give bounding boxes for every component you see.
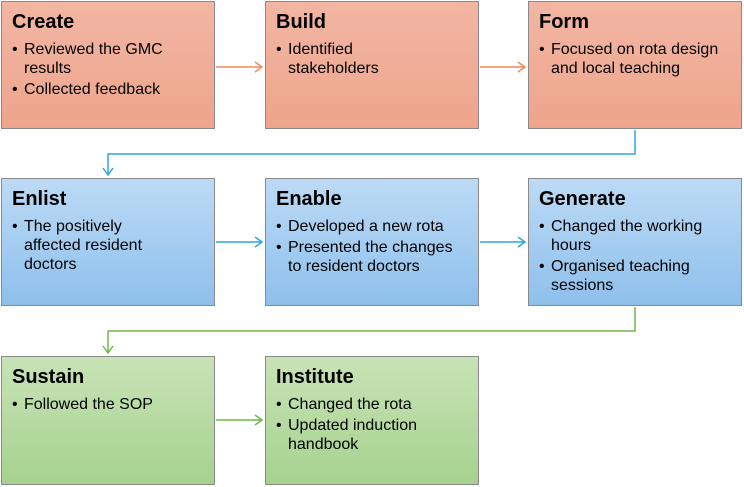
step-bullet: Updated induction handbook — [276, 416, 468, 454]
step-bullets: Focused on rota design and local teachin… — [539, 40, 731, 78]
step-bullet: Changed the rota — [276, 395, 468, 414]
step-title: Build — [276, 11, 326, 33]
step-sustain: Sustain Followed the SOP — [1, 356, 215, 485]
arrow-form-enlist — [102, 130, 636, 177]
step-enlist: Enlist The positively affected resident … — [1, 178, 215, 306]
step-institute: Institute Changed the rota Updated induc… — [265, 356, 479, 485]
step-bullets: The positively affected resident doctors — [12, 217, 204, 274]
step-bullet: Followed the SOP — [12, 395, 204, 414]
arrow-sustain-institute — [216, 414, 264, 426]
step-title: Institute — [276, 366, 354, 388]
step-bullet: Collected feedback — [12, 80, 204, 99]
step-bullet: The positively affected resident doctors — [12, 217, 204, 274]
step-generate: Generate Changed the working hours Organ… — [528, 178, 742, 306]
step-bullet: Organised teaching sessions — [539, 257, 731, 295]
arrow-build-form — [480, 61, 527, 73]
step-title: Enlist — [12, 188, 67, 210]
step-title: Form — [539, 11, 589, 33]
step-bullets: Developed a new rota Presented the chang… — [276, 217, 468, 276]
step-create: Create Reviewed the GMC results Collecte… — [1, 1, 215, 129]
step-bullet: Developed a new rota — [276, 217, 468, 236]
arrow-create-build — [216, 61, 264, 73]
step-form: Form Focused on rota design and local te… — [528, 1, 742, 129]
arrow-generate-sustain — [102, 307, 636, 355]
step-title: Enable — [276, 188, 342, 210]
step-title: Generate — [539, 188, 626, 210]
step-bullet: Presented the changes to resident doctor… — [276, 238, 468, 276]
step-build: Build Identified stakeholders — [265, 1, 479, 129]
arrow-enlist-enable — [216, 236, 264, 248]
step-bullet: Identified stakeholders — [276, 40, 468, 78]
arrow-enable-generate — [480, 236, 527, 248]
step-bullet: Reviewed the GMC results — [12, 40, 204, 78]
step-bullets: Reviewed the GMC results Collected feedb… — [12, 40, 204, 99]
step-bullets: Followed the SOP — [12, 395, 204, 414]
step-title: Create — [12, 11, 75, 33]
step-bullet: Changed the working hours — [539, 217, 731, 255]
step-bullets: Changed the working hours Organised teac… — [539, 217, 731, 295]
step-enable: Enable Developed a new rota Presented th… — [265, 178, 479, 306]
step-title: Sustain — [12, 366, 85, 388]
step-bullet: Focused on rota design and local teachin… — [539, 40, 731, 78]
step-bullets: Identified stakeholders — [276, 40, 468, 78]
step-bullets: Changed the rota Updated induction handb… — [276, 395, 468, 454]
